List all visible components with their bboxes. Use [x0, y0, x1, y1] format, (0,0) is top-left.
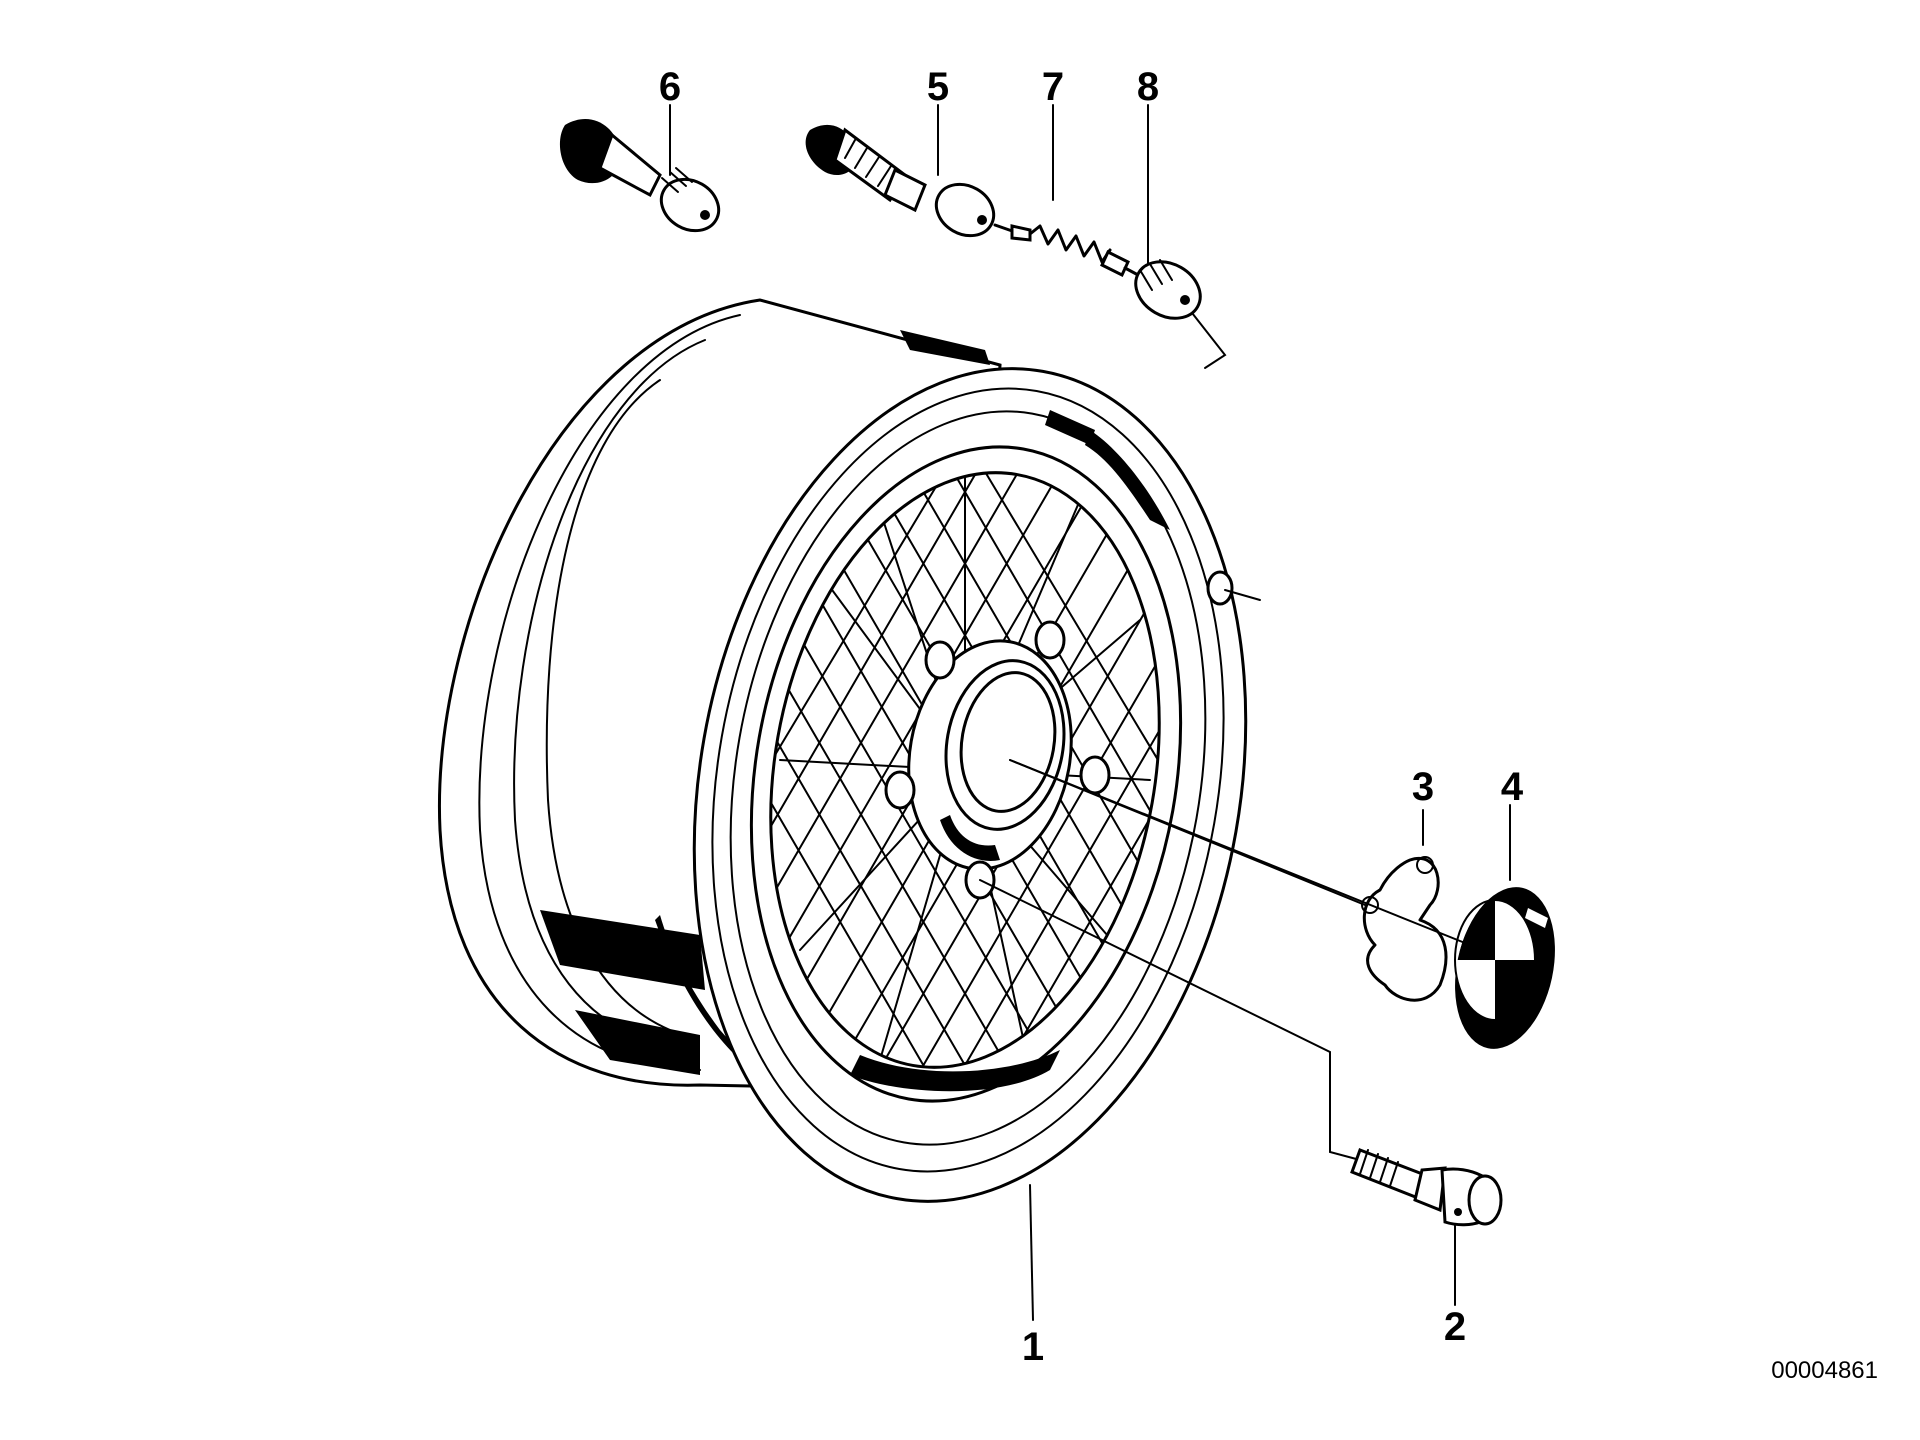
emblem-ring [1454, 899, 1536, 1021]
callout-2: 2 [1444, 1305, 1466, 1349]
wheel-bolt-center [1454, 1208, 1462, 1216]
wheel-rim[interactable] [437, 298, 1308, 1246]
wheel-bolt-taper [1413, 1166, 1447, 1213]
callout-5: 5 [927, 65, 949, 109]
callout-8: 8 [1137, 65, 1159, 109]
valve-body-cap [934, 182, 996, 238]
wheel-bolt-head-face [1467, 1174, 1503, 1226]
assembly-lines [669, 104, 1511, 1321]
valve-body-opening [977, 215, 987, 225]
valve-core[interactable] [993, 223, 1142, 278]
assembly-line-bolt [979, 879, 1361, 1161]
retaining-clip-eye [1416, 856, 1434, 874]
valve-core-spring [1028, 224, 1112, 264]
rim-barrel-contour [513, 339, 706, 1051]
rubber-valve-knurl [661, 167, 693, 193]
rim-flange-shadow [1045, 410, 1095, 445]
bolt-hole [884, 770, 916, 810]
rim-inner-lip [749, 445, 1183, 1103]
assembly-line-valve-cap [1177, 294, 1227, 369]
callout-3: 3 [1412, 765, 1434, 809]
valve-body-thread [833, 127, 907, 203]
valve-cap-knurl [1139, 259, 1173, 291]
rim-barrel-contour [545, 379, 671, 1031]
callouts: 1 2 3 4 5 6 7 8 [659, 65, 1524, 1369]
bolt-hole [1034, 620, 1066, 660]
rim-shadow-band [575, 1010, 700, 1075]
rim-shadow-band [900, 330, 990, 365]
rim-flange-shadow [850, 1050, 1060, 1092]
rubber-valve-stem [598, 132, 662, 198]
callout-6: 6 [659, 65, 681, 109]
valve-core-end [1100, 249, 1130, 278]
assembly-line-clip [1009, 759, 1366, 906]
valve-cap-body [1134, 260, 1202, 320]
rim-flange-edge [729, 410, 1207, 1146]
valve-body-nut [883, 167, 927, 213]
assembly-line-valve [1224, 589, 1261, 601]
leader-1 [1029, 1184, 1034, 1321]
hub-bore [944, 659, 1066, 831]
emblem-highlight [1525, 908, 1548, 928]
valve-body-thread-lines [844, 139, 892, 187]
bolt-hole [924, 640, 956, 680]
wheel-bolt[interactable] [1350, 1148, 1503, 1227]
retaining-clip[interactable] [1361, 856, 1448, 1002]
valve-cap-opening [1180, 295, 1190, 305]
wheel-bolt-thread [1359, 1149, 1399, 1187]
callout-4: 4 [1501, 765, 1524, 809]
spoke-mesh-boundary [769, 471, 1161, 1069]
valve-core-tip [1010, 224, 1032, 242]
retaining-clip-wire [1362, 856, 1448, 1002]
retaining-clip-eye [1361, 896, 1379, 914]
valve-hole [1206, 570, 1234, 606]
rim-barrel-contour [478, 314, 741, 1071]
valve-body[interactable] [805, 124, 1003, 246]
hub-cap-emblem[interactable] [1430, 878, 1569, 1058]
valve-cap[interactable] [1126, 250, 1211, 329]
document-id: 00004861 [1771, 1357, 1878, 1384]
rubber-valve-opening [700, 210, 710, 220]
callout-7: 7 [1042, 65, 1064, 109]
hub-bore-inner [959, 671, 1057, 813]
callout-1: 1 [1022, 1325, 1044, 1369]
hub-shadow [940, 815, 1000, 861]
rim-flange-shadow [1085, 430, 1170, 530]
rim-flange-edge [711, 387, 1225, 1173]
rubber-valve[interactable] [559, 119, 728, 241]
bolt-hole [1079, 755, 1111, 795]
